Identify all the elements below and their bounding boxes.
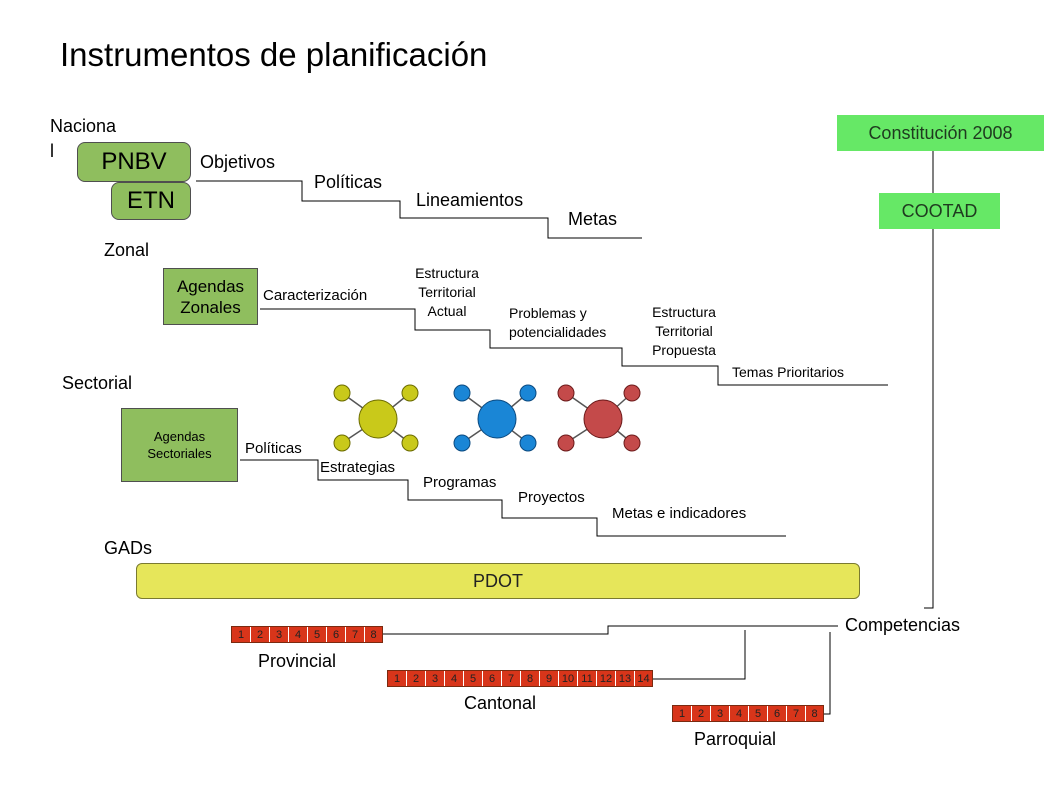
cluster-blue — [453, 384, 537, 452]
number-cell: 13 — [616, 671, 635, 686]
step-politicas-sectorial: Políticas — [245, 440, 302, 457]
cluster-red — [557, 384, 641, 452]
number-cell: 1 — [388, 671, 407, 686]
number-cell: 8 — [365, 627, 382, 642]
number-cell: 7 — [787, 706, 806, 721]
cluster-yellow — [333, 384, 419, 452]
step-objetivos: Objetivos — [200, 152, 276, 172]
number-cell: 6 — [327, 627, 346, 642]
step-programas: Programas — [423, 474, 497, 491]
step-metas-indicadores: Metas e indicadores — [612, 505, 747, 522]
number-cell: 5 — [308, 627, 327, 642]
constitucion-box: Constitución 2008 — [837, 115, 1044, 151]
number-cell: 3 — [711, 706, 730, 721]
number-cell: 2 — [251, 627, 270, 642]
agendas-zonales-box: Agendas Zonales — [163, 268, 258, 325]
number-cell: 8 — [521, 671, 540, 686]
etn-box: ETN — [111, 182, 191, 220]
provincial-label: Provincial — [258, 651, 337, 671]
number-cell: 12 — [597, 671, 616, 686]
parroquial-numbers: 1 2 3 4 5 6 7 8 — [672, 705, 824, 722]
nacional-label: Naciona l — [50, 116, 117, 161]
step-estrategias: Estrategias — [320, 459, 396, 476]
page-title: Instrumentos de planificación — [60, 36, 488, 73]
provincial-numbers: 1 2 3 4 5 6 7 8 — [231, 626, 383, 643]
step-metas: Metas — [568, 209, 618, 229]
number-cell: 10 — [559, 671, 578, 686]
number-cell: 6 — [483, 671, 502, 686]
step-estructura-actual: Estructura Territorial Actual — [415, 265, 479, 319]
pnbv-box: PNBV — [77, 142, 191, 182]
step-lineamientos: Lineamientos — [416, 190, 524, 210]
pdot-bar: PDOT — [136, 563, 860, 599]
number-cell: 4 — [730, 706, 749, 721]
number-cell: 5 — [464, 671, 483, 686]
number-cell: 2 — [407, 671, 426, 686]
number-cell: 7 — [346, 627, 365, 642]
gads-label: GADs — [104, 538, 153, 558]
step-proyectos: Proyectos — [518, 489, 585, 506]
number-cell: 7 — [502, 671, 521, 686]
number-cell: 11 — [578, 671, 597, 686]
sectorial-label: Sectorial — [62, 373, 133, 393]
number-cell: 6 — [768, 706, 787, 721]
parroquial-label: Parroquial — [694, 729, 777, 749]
number-cell: 5 — [749, 706, 768, 721]
cootad-box: COOTAD — [879, 193, 1000, 229]
number-cell: 8 — [806, 706, 823, 721]
number-cell: 3 — [270, 627, 289, 642]
number-cell: 2 — [692, 706, 711, 721]
number-cell: 4 — [289, 627, 308, 642]
number-cell: 9 — [540, 671, 559, 686]
step-estructura-propuesta: Estructura Territorial Propuesta — [652, 304, 716, 358]
step-temas: Temas Prioritarios — [732, 364, 845, 380]
step-problemas: Problemas y potencialidades — [509, 305, 607, 340]
competencias-label: Competencias — [845, 615, 961, 635]
step-caracterizacion: Caracterización — [263, 287, 368, 304]
number-cell: 3 — [426, 671, 445, 686]
cantonal-numbers: 1 2 3 4 5 6 7 8 9 10 11 12 13 14 — [387, 670, 653, 687]
cantonal-label: Cantonal — [464, 693, 537, 713]
number-cell: 1 — [232, 627, 251, 642]
step-politicas: Políticas — [314, 172, 383, 192]
number-cell: 1 — [673, 706, 692, 721]
zonal-label: Zonal — [104, 240, 150, 260]
number-cell: 4 — [445, 671, 464, 686]
number-cell: 14 — [635, 671, 652, 686]
agendas-sectoriales-box: Agendas Sectoriales — [121, 408, 238, 482]
